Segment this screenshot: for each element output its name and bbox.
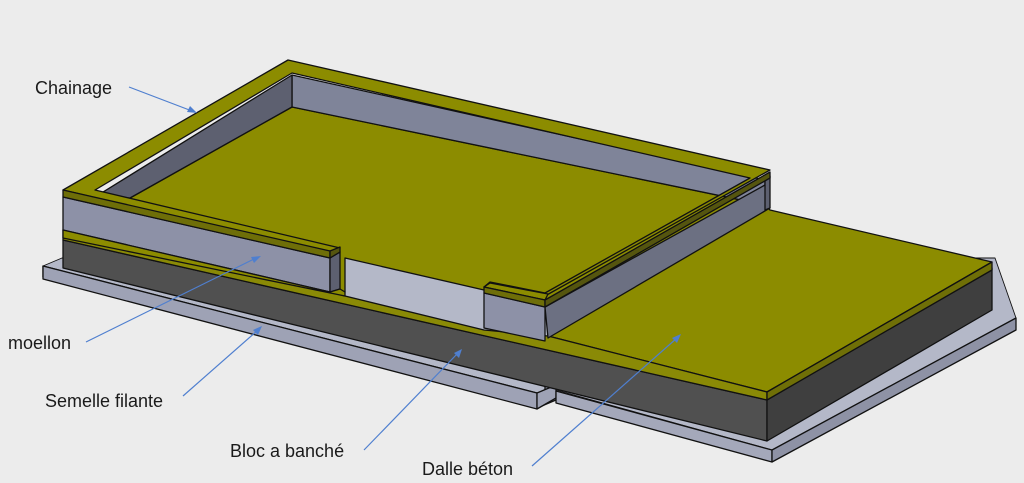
- leader-moellon: [85, 256, 261, 343]
- leader-semelle-filante: [182, 326, 262, 397]
- label-moellon: moellon: [8, 333, 71, 353]
- leader-bloc-a-banche: [363, 349, 462, 451]
- label-semelle-filante: Semelle filante: [45, 391, 163, 411]
- chainage-shape: [62, 59, 771, 308]
- label-dalle-beton: Dalle béton: [422, 459, 513, 479]
- leader-chainage: [128, 86, 197, 113]
- leader-dalle-beton: [531, 334, 681, 467]
- moellon-walls-shape: [62, 74, 771, 342]
- label-chainage: Chainage: [35, 78, 112, 98]
- label-bloc-a-banche: Bloc a banché: [230, 441, 344, 461]
